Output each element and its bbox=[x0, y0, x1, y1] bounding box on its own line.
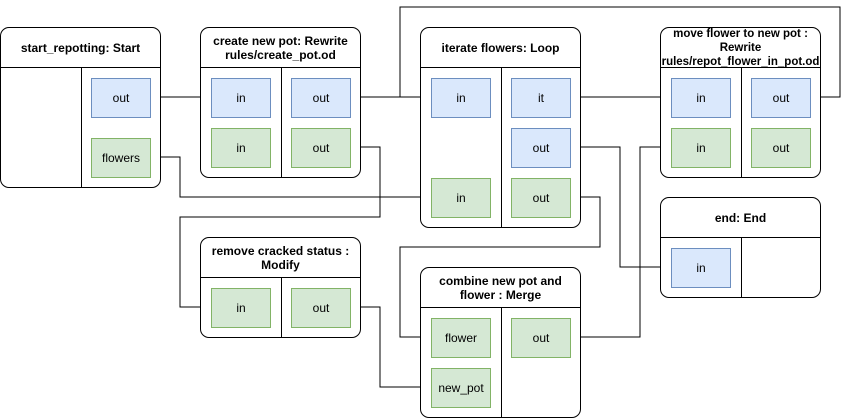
port-new-pot[interactable]: new_pot bbox=[431, 368, 491, 408]
edge-move-out-loop-back bbox=[399, 6, 841, 101]
edge-remove-out-to-combine-newpot bbox=[350, 306, 430, 391]
port-flower[interactable]: flower bbox=[431, 318, 491, 358]
port-out-data[interactable]: out bbox=[511, 178, 571, 218]
node-combine-pot-flower[interactable]: combine new pot and flower : Merge flowe… bbox=[420, 267, 581, 418]
port-in-data[interactable]: in bbox=[211, 128, 271, 168]
port-in-control[interactable]: in bbox=[211, 78, 271, 118]
node-start-repotting[interactable]: start_repotting: Start out flowers bbox=[0, 27, 161, 188]
node-divider bbox=[741, 238, 742, 297]
port-out-data[interactable]: out bbox=[291, 128, 351, 168]
node-divider bbox=[81, 68, 82, 187]
port-in-control[interactable]: in bbox=[671, 78, 731, 118]
edge-combine-out-to-move-data-in bbox=[570, 143, 670, 338]
node-title: create new pot: Rewrite rules/create_pot… bbox=[201, 28, 360, 68]
port-in-data[interactable]: in bbox=[431, 178, 491, 218]
node-divider bbox=[741, 68, 742, 177]
edge-start-flowers-to-iterate-in bbox=[150, 156, 430, 201]
port-in-data[interactable]: in bbox=[671, 128, 731, 168]
node-title: iterate flowers: Loop bbox=[421, 28, 580, 68]
edge-iterate-out-to-end-in bbox=[570, 146, 670, 271]
node-title: start_repotting: Start bbox=[1, 28, 160, 68]
port-out[interactable]: out bbox=[91, 78, 151, 118]
port-out-control[interactable]: out bbox=[751, 78, 811, 118]
node-remove-cracked-status[interactable]: remove cracked status : Modify in out bbox=[200, 237, 361, 338]
edge-create-data-to-remove-in bbox=[179, 146, 381, 311]
node-create-new-pot[interactable]: create new pot: Rewrite rules/create_pot… bbox=[200, 27, 361, 178]
edge-iterate-data-to-combine-flower bbox=[399, 196, 601, 341]
node-divider bbox=[281, 278, 282, 337]
node-title: end: End bbox=[661, 198, 820, 238]
port-in-control[interactable]: in bbox=[671, 248, 731, 288]
node-iterate-flowers[interactable]: iterate flowers: Loop in it out in out bbox=[420, 27, 581, 228]
port-flowers[interactable]: flowers bbox=[91, 138, 151, 178]
node-title: remove cracked status : Modify bbox=[201, 238, 360, 278]
node-title: combine new pot and flower : Merge bbox=[421, 268, 580, 308]
port-in-control[interactable]: in bbox=[431, 78, 491, 118]
port-in-data[interactable]: in bbox=[211, 288, 271, 328]
node-move-flower[interactable]: move flower to new pot : Rewrite rules/r… bbox=[660, 27, 821, 178]
node-title: move flower to new pot : Rewrite rules/r… bbox=[661, 27, 820, 68]
port-out-data[interactable]: out bbox=[291, 288, 351, 328]
node-divider bbox=[501, 68, 502, 227]
port-it[interactable]: it bbox=[511, 78, 571, 118]
node-divider bbox=[501, 308, 502, 417]
port-out-control[interactable]: out bbox=[291, 78, 351, 118]
node-end[interactable]: end: End in bbox=[660, 197, 821, 298]
port-out-control[interactable]: out bbox=[511, 128, 571, 168]
port-out-data[interactable]: out bbox=[751, 128, 811, 168]
port-out-data[interactable]: out bbox=[511, 318, 571, 358]
node-divider bbox=[281, 68, 282, 177]
